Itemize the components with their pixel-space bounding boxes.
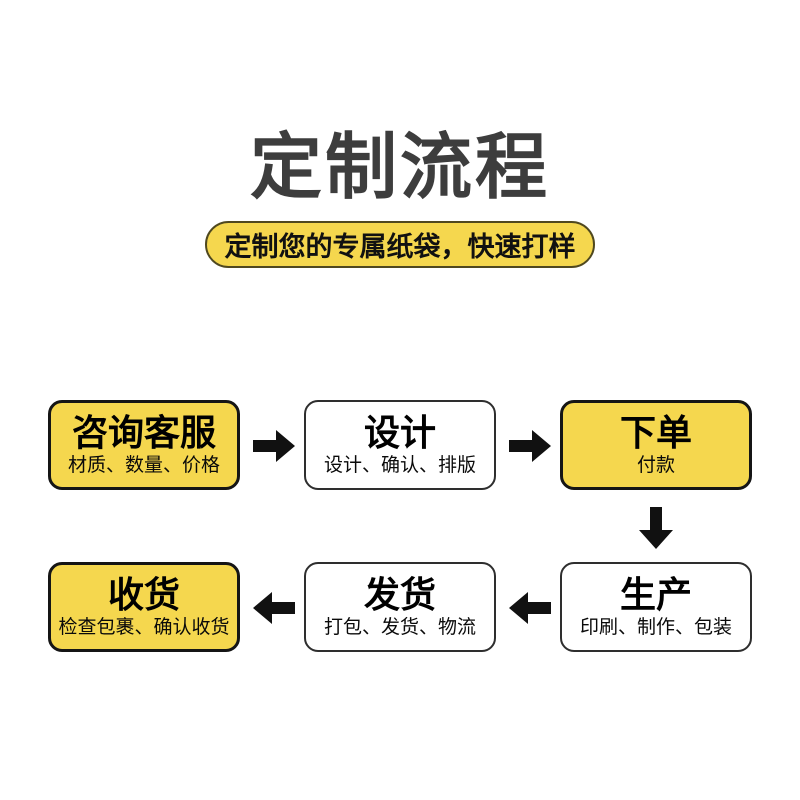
subtitle-banner-text: 定制您的专属纸袋，快速打样 [224,232,576,262]
flow-step-subtitle: 材质、数量、价格 [67,454,220,476]
arrow-right-icon [509,430,551,462]
flow-step-design: 设计 设计、确认、排版 [304,400,496,490]
arrow-left-icon [509,592,551,624]
flow-step-subtitle: 打包、发货、物流 [323,616,476,638]
flow-step-subtitle: 设计、确认、排版 [323,454,476,476]
flow-step-ship: 发货 打包、发货、物流 [304,562,496,652]
arrow-down-icon [639,507,673,549]
flow-step-order: 下单 付款 [560,400,752,490]
flow-step-title: 设计 [363,412,436,454]
flow-step-subtitle: 印刷、制作、包装 [579,616,732,638]
flow-step-title: 生产 [619,574,692,616]
flow-step-title: 收货 [107,574,180,616]
arrow-left-icon [253,592,295,624]
flow-step-subtitle: 检查包裹、确认收货 [58,616,230,638]
flow-step-subtitle: 付款 [636,454,675,476]
subtitle-banner: 定制您的专属纸袋，快速打样 [205,221,595,268]
arrow-right-icon [253,430,295,462]
page-title: 定制流程 [249,128,550,208]
flow-step-title: 发货 [363,574,436,616]
flow-step-consult: 咨询客服 材质、数量、价格 [48,400,240,490]
flow-step-produce: 生产 印刷、制作、包装 [560,562,752,652]
flow-step-title: 咨询客服 [71,412,216,454]
flow-step-receive: 收货 检查包裹、确认收货 [48,562,240,652]
flow-step-title: 下单 [619,412,692,454]
